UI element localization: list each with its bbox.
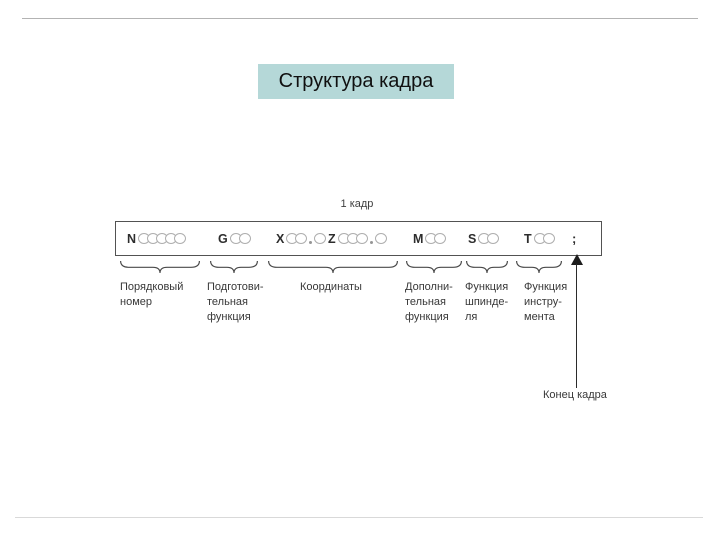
label-line: шпинде- <box>465 296 509 308</box>
digit-placeholder-circle-icon <box>314 233 327 244</box>
digit-placeholders <box>229 233 251 244</box>
end-of-frame-symbol: ; <box>572 231 577 246</box>
field-letter: G <box>218 231 228 246</box>
bottom-divider-line <box>15 517 703 518</box>
field-preparatory-function: G <box>218 222 251 255</box>
label-sequence-number: Порядковый номер <box>120 280 183 310</box>
digit-placeholders <box>533 233 555 244</box>
frame-structure-box: N G X Z M S T ; <box>115 221 602 256</box>
label-line: Порядковый <box>120 281 184 293</box>
slide-title: Структура кадра <box>258 64 454 99</box>
label-line: Функция <box>465 281 509 293</box>
end-of-frame-arrow-line <box>576 264 578 388</box>
label-line: номер <box>120 296 152 308</box>
field-x-coordinate: X <box>276 222 327 255</box>
label-line: тельная <box>207 296 248 308</box>
underbrace-sequence-number <box>120 261 200 275</box>
field-sequence-number: N <box>127 222 187 255</box>
label-additional-function: Дополни-тельная функция <box>405 280 453 325</box>
field-letter: T <box>524 231 532 246</box>
underbrace-spindle-function <box>466 261 508 275</box>
digit-placeholder-circle-icon <box>434 233 447 244</box>
field-letter: X <box>276 231 285 246</box>
digit-placeholders <box>337 233 387 244</box>
label-spindle-function: Функция шпинде-ля <box>465 280 508 325</box>
decimal-point-icon <box>309 241 313 244</box>
label-preparatory-function: Подготови-тельная функция <box>207 280 264 325</box>
field-letter: M <box>413 231 424 246</box>
end-of-frame-arrowhead-icon <box>571 254 583 265</box>
digit-placeholders <box>478 233 500 244</box>
digit-placeholder-circle-icon <box>174 233 187 244</box>
label-line: мента <box>524 311 555 323</box>
underbrace-preparatory-function <box>210 261 258 275</box>
top-divider-line <box>22 18 698 19</box>
label-line: функция <box>207 311 251 323</box>
digit-placeholders <box>425 233 447 244</box>
digit-placeholder-circle-icon <box>238 233 251 244</box>
digit-placeholder-circle-icon <box>374 233 387 244</box>
field-letter: S <box>468 231 477 246</box>
field-spindle-function: S <box>468 222 500 255</box>
digit-placeholder-circle-icon <box>355 233 368 244</box>
underbrace-additional-function <box>406 261 462 275</box>
digit-placeholder-circle-icon <box>487 233 500 244</box>
field-additional-function: M <box>413 222 447 255</box>
field-letter: Z <box>328 231 336 246</box>
label-line: Координаты <box>300 281 362 293</box>
label-tool-function: Функция инстру-мента <box>524 280 567 325</box>
field-z-coordinate: Z <box>328 222 387 255</box>
label-line: Подготови- <box>207 281 264 293</box>
digit-placeholder-circle-icon <box>542 233 555 244</box>
digit-placeholders <box>138 233 187 244</box>
frame-caption: 1 кадр <box>340 198 374 210</box>
label-line: инстру- <box>524 296 562 308</box>
digit-placeholders <box>286 233 327 244</box>
label-line: тельная <box>405 296 446 308</box>
label-coordinates: Координаты <box>300 280 362 295</box>
label-line: ля <box>465 311 478 323</box>
decimal-point-icon <box>369 241 373 244</box>
label-line: Функция <box>524 281 568 293</box>
field-tool-function: T <box>524 222 555 255</box>
underbrace-coordinates <box>268 261 398 275</box>
field-letter: N <box>127 231 137 246</box>
digit-placeholder-circle-icon <box>295 233 308 244</box>
underbrace-tool-function <box>516 261 562 275</box>
label-line: Дополни- <box>405 281 453 293</box>
label-line: функция <box>405 311 449 323</box>
end-of-frame-label: Конец кадра <box>543 389 607 401</box>
